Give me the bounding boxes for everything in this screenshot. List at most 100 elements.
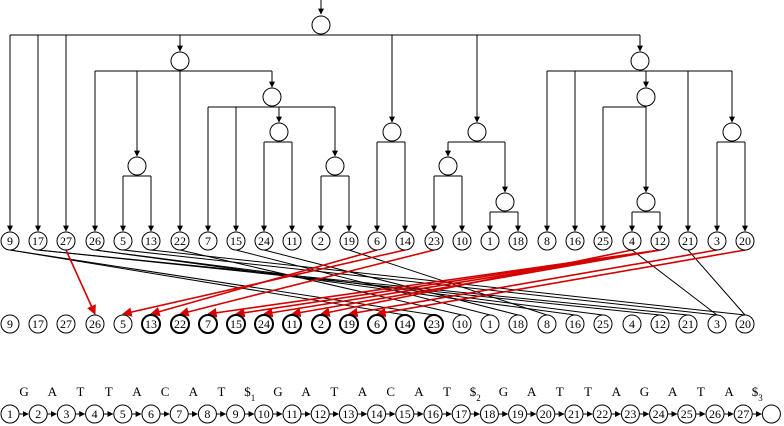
sequence-node: 26: [705, 404, 725, 424]
black-link: [94, 249, 576, 316]
sequence-node: [761, 404, 781, 424]
leaf-label: 7: [205, 234, 211, 248]
sequence-node: 20: [536, 404, 556, 424]
leaf-circle: [424, 231, 444, 251]
leaf-node: 16: [565, 231, 585, 251]
leaf-label: 3: [714, 234, 720, 248]
sequence-node: 15: [395, 404, 415, 424]
sequence-letter: T: [584, 384, 592, 399]
leaf-circle: [707, 231, 727, 251]
sequence-letter: A: [414, 384, 424, 399]
sequence-number: 27: [737, 407, 749, 421]
sequence-number: 23: [624, 407, 636, 421]
internal-node-nH: [438, 156, 458, 176]
sorted-label: 24: [258, 317, 270, 331]
leaf-label: 16: [569, 234, 581, 248]
leaf-label: 1: [487, 234, 493, 248]
sequence-node: 19: [508, 404, 528, 424]
sorted-circle: [452, 314, 472, 334]
sequence-number: 12: [314, 407, 326, 421]
sorted-node: 14: [395, 314, 415, 334]
sorted-node: 23: [424, 314, 444, 334]
leaf-node: 4: [622, 231, 642, 251]
sorted-label: 12: [654, 317, 666, 331]
leaf-node: 12: [650, 231, 670, 251]
black-link: [631, 249, 718, 316]
sequence-letter: $1: [244, 384, 255, 403]
leaf-node: 5: [113, 231, 133, 251]
sorted-label: 3: [714, 317, 720, 331]
leaf-label: 2: [318, 234, 324, 248]
sequence-node: 22: [592, 404, 612, 424]
internal-node-nB: [127, 156, 147, 176]
sorted-circle: [650, 314, 670, 334]
leaf-label: 22: [174, 234, 186, 248]
leaf-node: 6: [367, 231, 387, 251]
leaf-label: 25: [597, 234, 609, 248]
sorted-node: 2: [311, 314, 331, 334]
leaf-circle: [198, 231, 218, 251]
sorted-node: 6: [367, 314, 387, 334]
sorted-circle: [254, 314, 274, 334]
sorted-node: 13: [141, 314, 161, 334]
leaf-circle: [170, 231, 190, 251]
sorted-label: 16: [569, 317, 581, 331]
leaf-node: 15: [226, 231, 246, 251]
sorted-circle: [480, 314, 500, 334]
sequence-node: 7: [169, 404, 189, 424]
sequence-node: 8: [197, 404, 217, 424]
internal-node-nE: [325, 156, 345, 176]
leaf-node: 21: [678, 231, 698, 251]
sequence-letter: T: [556, 384, 564, 399]
tree-nodes: [127, 15, 742, 212]
sequence-letter: T: [443, 384, 451, 399]
sequence-letter: $3: [752, 384, 764, 403]
internal-node-nA: [170, 51, 190, 71]
sorted-label: 22: [174, 317, 186, 331]
black-link: [122, 249, 718, 316]
sorted-circle: [0, 314, 20, 334]
sequence-number: 10: [258, 407, 270, 421]
leaf-node: 11: [282, 231, 302, 251]
black-link: [9, 249, 435, 316]
sequence-number: 3: [63, 407, 69, 421]
leaf-node: 20: [735, 231, 755, 251]
leaf-node: 8: [537, 231, 557, 251]
red-link: [179, 249, 435, 317]
red-link: [65, 249, 96, 315]
sorted-circle: [593, 314, 613, 334]
sequence-number: 17: [455, 407, 467, 421]
sequence-number: 1: [7, 407, 13, 421]
leaf-label: 9: [7, 234, 13, 248]
leaf-node: 25: [593, 231, 613, 251]
sorted-node: 4: [622, 314, 642, 334]
leaf-label: 13: [145, 234, 157, 248]
internal-node-nN: [722, 122, 742, 142]
sequence-number: 2: [35, 407, 41, 421]
sequence-node: 9: [226, 404, 246, 424]
sequence-circle: [761, 404, 781, 424]
internal-node-nL: [636, 87, 656, 107]
sorted-node: 24: [254, 314, 274, 334]
sorted-node: 19: [339, 314, 359, 334]
black-link: [235, 249, 491, 316]
sequence-number: 13: [342, 407, 354, 421]
sequence-letter: T: [697, 384, 705, 399]
sorted-circle: [395, 314, 415, 334]
sequence-letter: T: [77, 384, 85, 399]
sequence-number: 4: [92, 407, 98, 421]
leaf-circle: [508, 231, 528, 251]
leaf-circle: [311, 231, 331, 251]
sorted-node: 7: [198, 314, 218, 334]
leaf-node: 3: [707, 231, 727, 251]
sequence-node: 24: [649, 404, 669, 424]
black-link: [94, 249, 604, 316]
black-link: [9, 249, 406, 316]
leaf-circle: [367, 231, 387, 251]
leaf-label: 10: [456, 234, 468, 248]
sequence-node: 4: [85, 404, 105, 424]
internal-node-nF: [382, 122, 402, 142]
leaf-circle: [735, 231, 755, 251]
